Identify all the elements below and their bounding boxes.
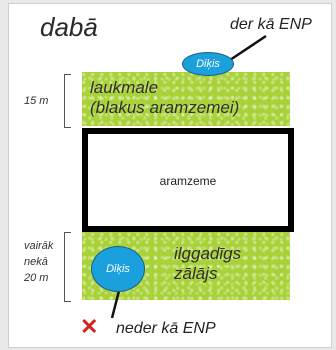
connector-top [229, 34, 267, 62]
note-suitable: der kā ENP [230, 16, 312, 33]
field-margin-label-line2: (blakus aramzemei) [90, 98, 240, 117]
pond-ellipse-top: Dīķis [182, 52, 234, 76]
pond-ellipse-bottom: Dīķis [91, 246, 145, 292]
dimension-label-bottom-line2: nekā [24, 256, 48, 268]
grassland-label-line1: ilggadīgs [174, 244, 242, 263]
diagram-title: dabā [40, 12, 98, 42]
dimension-label-top: 15 m [24, 95, 49, 107]
note-unsuitable: neder kā ENP [116, 320, 216, 337]
grassland-label: ilggadīgs zālājs [174, 244, 241, 284]
dimension-label-bottom-line1: vairāk [24, 240, 54, 252]
grassland-label-line2: zālājs [174, 264, 218, 283]
connector-bottom [110, 286, 122, 319]
arable-field-label: aramzeme [159, 174, 217, 188]
field-margin-label-line1: laukmale [90, 78, 159, 97]
dimension-bracket-bottom [64, 232, 71, 302]
dimension-label-bottom: vairāk nekā 20 m [24, 238, 53, 286]
dimension-label-bottom-line3: 20 m [24, 272, 49, 284]
field-margin-label: laukmale (blakus aramzemei) [90, 78, 239, 118]
arable-field: aramzeme [82, 128, 294, 232]
cross-icon: ✕ [80, 314, 99, 339]
field-margin-strip: laukmale (blakus aramzemei) [82, 72, 290, 126]
dimension-bracket-top [64, 74, 71, 128]
